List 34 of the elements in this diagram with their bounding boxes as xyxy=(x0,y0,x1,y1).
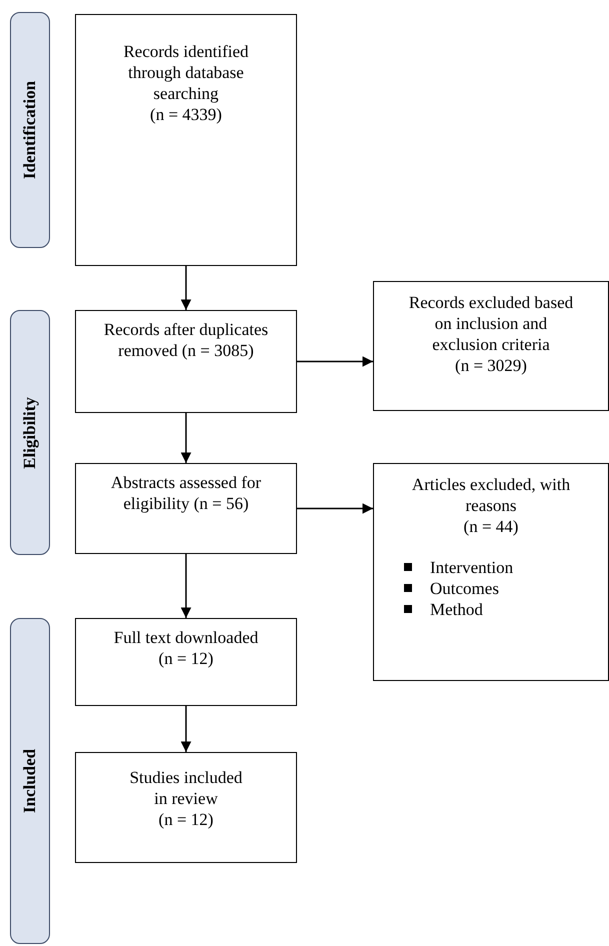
box-text: Abstracts assessed for eligibility (n = 56) xyxy=(110,472,262,514)
process-box xyxy=(75,310,297,413)
phase-label: Eligibility xyxy=(20,396,40,468)
box-text: Full text downloaded xyxy=(112,627,260,648)
box-text: (n = 4339) xyxy=(149,104,223,125)
process-box xyxy=(75,618,297,706)
phase-band xyxy=(10,310,50,555)
process-box xyxy=(75,463,297,554)
box-text: (n = 44) xyxy=(462,516,520,537)
arrow xyxy=(180,413,192,463)
box-text: Records after duplicates removed (n = 3085) xyxy=(102,319,270,361)
process-box xyxy=(75,14,297,266)
phase-band xyxy=(10,12,50,248)
box-text: Articles excluded, with reasons xyxy=(410,474,572,516)
box-text: (n = 12) xyxy=(158,648,214,669)
box-text: Records excluded based on inclusion and exclusion criteria xyxy=(408,292,574,355)
bullet-item: Intervention xyxy=(430,557,514,578)
box-text: (n = 3029) xyxy=(454,355,528,376)
arrow xyxy=(180,706,192,752)
process-box xyxy=(373,463,609,681)
arrow xyxy=(180,266,192,310)
phase-band xyxy=(10,618,50,944)
bullet-item: Method xyxy=(430,599,483,620)
box-text: Records identified through database searching xyxy=(122,41,250,104)
arrow xyxy=(180,554,192,618)
phase-label: Included xyxy=(20,748,40,814)
phase-label: Identification xyxy=(20,80,40,180)
arrow xyxy=(297,503,373,514)
process-box xyxy=(75,752,297,863)
bullet-item: Outcomes xyxy=(430,578,499,599)
arrow xyxy=(297,356,373,367)
box-text: (n = 12) xyxy=(158,809,214,830)
process-box xyxy=(373,281,609,411)
box-text: Studies included in review xyxy=(128,767,244,809)
